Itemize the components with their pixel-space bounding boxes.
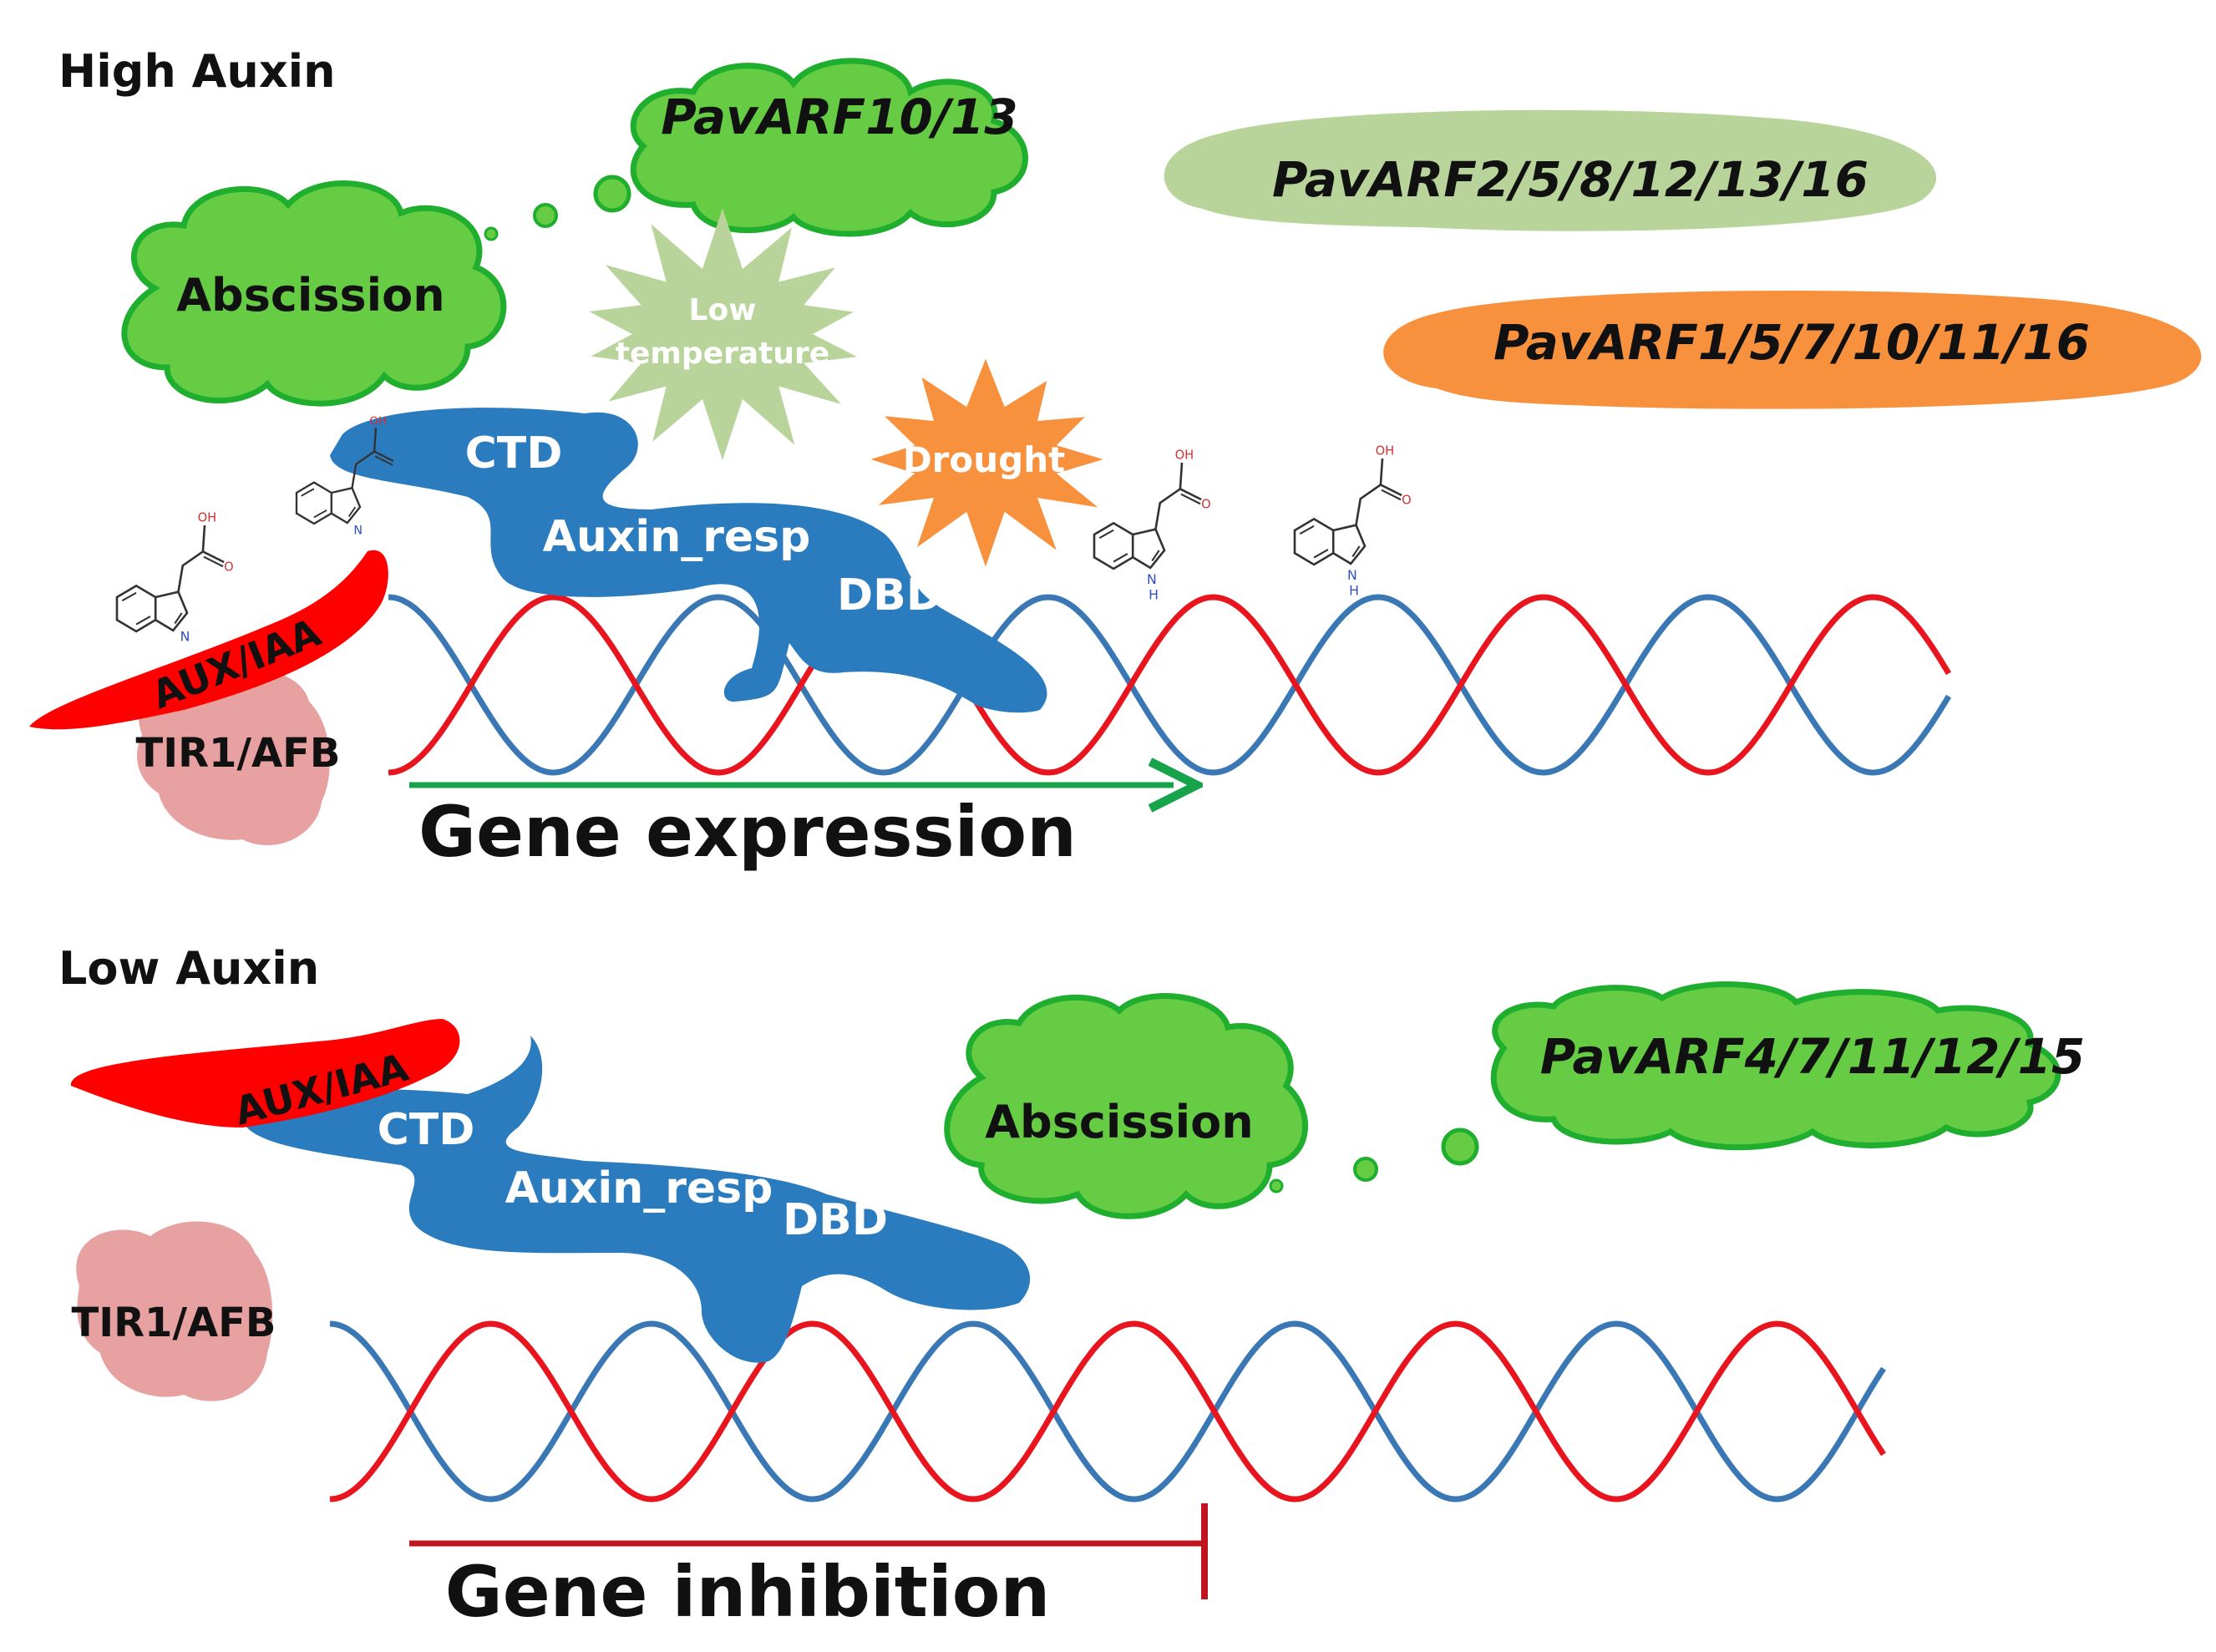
dna-strand-red-high [388,594,1951,776]
svg-text:H: H [1149,587,1159,603]
drought-burst [870,358,1103,567]
aux-iaa-protein-low [70,1019,460,1128]
svg-text:N: N [1347,567,1357,583]
low-temperature-text-1: Low [689,293,757,327]
iaa-molecule: OH O N H [1093,448,1211,603]
iaa-molecule: OH N [295,415,395,537]
gene-inhibition-text: Gene inhibition [445,1551,1051,1633]
low-temperature-text-2: temperature [616,337,829,371]
tir1-afb-text-high: TIR1/AFB [135,730,340,777]
ctd-label-high: CTD [465,428,563,479]
dna-strand-blue-high [388,594,1951,776]
abscission-text-low: Abscission [985,1096,1253,1148]
abscission-cloud-high [121,180,507,407]
gene-expression-text: Gene expression [418,791,1077,873]
svg-text:O: O [1402,494,1412,508]
thought-dot [1441,1128,1479,1166]
svg-text:N: N [1147,571,1157,587]
ctd-label-low: CTD [378,1105,475,1155]
iaa-molecule: OH O N H [1293,444,1412,599]
dna-strand-red-low [329,1320,1886,1503]
tir1-afb-blob-high [137,670,330,846]
pavarf-speech-orange [1123,291,2202,438]
auxin-resp-label-low: Auxin_resp [505,1163,773,1214]
high-auxin-label: High Auxin [58,45,336,98]
dna-strand-blue-low [329,1320,1886,1503]
svg-text:N: N [180,629,190,645]
pavarf-cloud-top [630,58,1028,237]
svg-text:OH: OH [1175,448,1194,463]
pavarf-speech-green [877,109,1937,280]
abscission-text-high: Abscission [176,269,444,322]
pavarf-speech-green-text: PavARF2/5/8/12/13/16 [1272,151,1869,208]
arf-protein-low [241,1036,1031,1363]
pavarf-cloud-top-text: PavARF10/13 [661,89,1018,145]
svg-text:H: H [1349,583,1359,599]
thought-dot [484,226,499,241]
thought-dot [593,175,631,213]
auxin-resp-label-high: Auxin_resp [543,512,811,562]
thought-dot [533,203,558,228]
low-auxin-label: Low Auxin [58,942,319,995]
svg-text:O: O [1201,498,1211,512]
svg-text:N: N [353,524,363,537]
svg-text:OH: OH [1376,444,1395,459]
iaa-molecule: OH O N [115,511,234,645]
svg-text:O: O [224,560,234,575]
tir1-afb-text-low: TIR1/AFB [71,1300,276,1346]
abscission-cloud-low [944,993,1308,1219]
pavarf-cloud-low [1490,981,2061,1151]
arf-protein-high [330,408,1047,713]
dbd-label-high: DBD [837,570,942,621]
thought-dot [1269,1178,1284,1193]
pavarf-cloud-low-text: PavARF4/7/11/12/15 [1540,1028,2086,1085]
pavarf-speech-orange-text: PavARF1/5/7/10/11/16 [1493,314,2090,371]
thought-dot [1353,1157,1378,1182]
drought-text: Drought [903,439,1065,480]
tir1-afb-blob-low [76,1221,273,1401]
dbd-label-low: DBD [783,1195,888,1245]
aux-iaa-protein-high [29,550,388,730]
low-temperature-burst [589,208,857,460]
svg-text:OH: OH [369,415,386,428]
svg-text:OH: OH [198,511,217,525]
